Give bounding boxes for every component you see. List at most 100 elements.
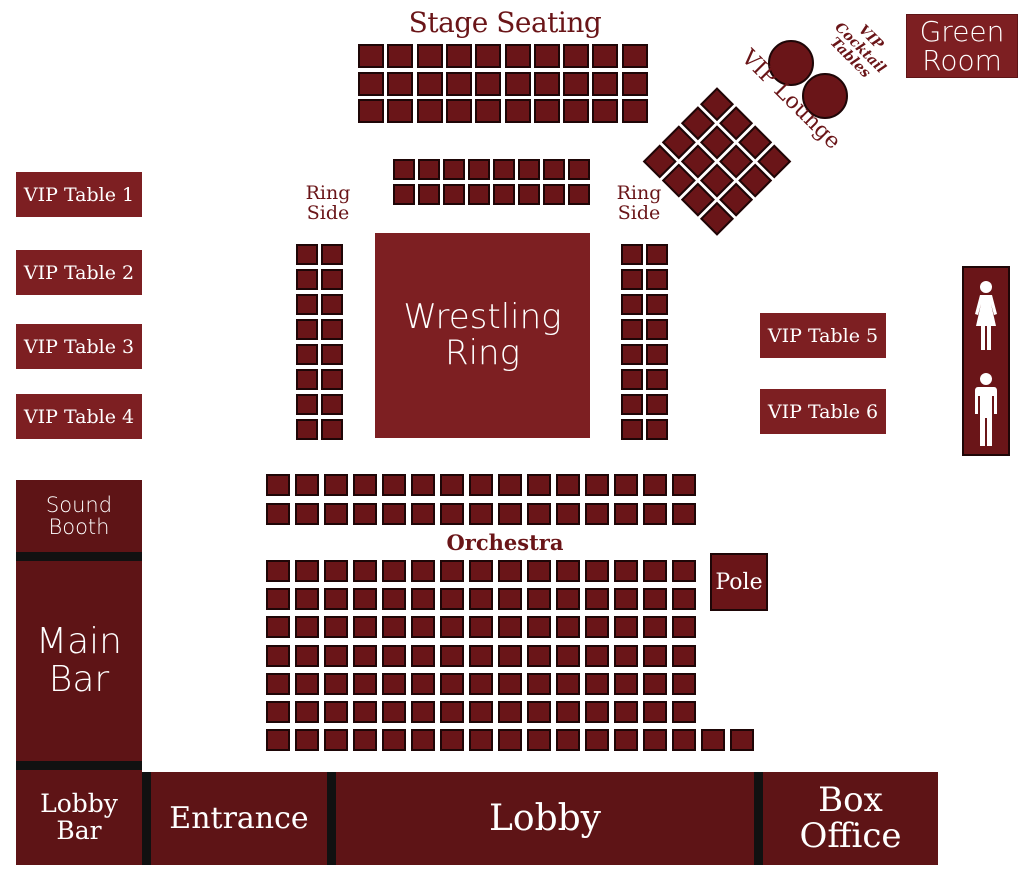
seat[interactable] [563,99,590,123]
seat[interactable] [353,644,377,667]
seat[interactable] [643,503,667,525]
seat[interactable] [440,560,464,582]
seat[interactable] [543,183,565,205]
seat[interactable] [411,701,435,723]
seat[interactable] [614,474,638,496]
seat[interactable] [533,99,560,123]
seat[interactable] [621,99,648,123]
vip-table-1[interactable]: VIP Table 1 [16,172,142,217]
seat[interactable] [266,644,290,667]
seat[interactable] [321,244,343,265]
seat[interactable] [585,644,609,667]
seat[interactable] [701,729,725,752]
seat[interactable] [321,394,343,415]
seat[interactable] [556,474,580,496]
seat[interactable] [504,99,531,123]
seat[interactable] [296,244,318,265]
seat[interactable] [621,419,643,440]
seat[interactable] [556,701,580,723]
vip-table-4[interactable]: VIP Table 4 [16,394,142,439]
seat[interactable] [585,701,609,723]
seat[interactable] [585,616,609,639]
seat[interactable] [527,588,551,611]
seat[interactable] [358,44,384,68]
seat[interactable] [621,394,643,415]
seat[interactable] [672,644,696,667]
seat[interactable] [469,616,493,639]
seat[interactable] [646,344,668,365]
vip-table-3[interactable]: VIP Table 3 [16,324,142,369]
seat[interactable] [621,269,643,290]
seat[interactable] [498,560,522,582]
seat[interactable] [643,560,667,582]
seat[interactable] [321,294,343,315]
seat[interactable] [353,560,377,582]
seat[interactable] [672,503,696,525]
seat[interactable] [527,560,551,582]
seat[interactable] [493,183,515,205]
lobby[interactable]: Lobby [336,772,754,865]
seat[interactable] [475,71,502,96]
seat[interactable] [418,159,440,180]
seat[interactable] [504,44,531,68]
seat[interactable] [621,44,648,68]
seat[interactable] [418,183,440,205]
seat[interactable] [730,729,754,752]
seat[interactable] [295,616,319,639]
seat[interactable] [295,588,319,611]
seat[interactable] [672,672,696,695]
seat[interactable] [296,394,318,415]
seat[interactable] [556,616,580,639]
seat[interactable] [411,503,435,525]
seat[interactable] [568,159,590,180]
seat[interactable] [585,474,609,496]
seat[interactable] [556,588,580,611]
seat[interactable] [643,474,667,496]
seat[interactable] [592,99,619,123]
seat[interactable] [382,672,406,695]
seat[interactable] [643,729,667,752]
seat[interactable] [556,672,580,695]
seat[interactable] [533,44,560,68]
seat[interactable] [543,159,565,180]
seat[interactable] [266,503,290,525]
seat[interactable] [416,71,443,96]
seat[interactable] [614,588,638,611]
seat[interactable] [387,44,414,68]
seat[interactable] [498,701,522,723]
seat[interactable] [295,701,319,723]
seat[interactable] [672,588,696,611]
seat[interactable] [498,474,522,496]
seat[interactable] [382,588,406,611]
seat[interactable] [440,729,464,752]
wrestling-ring[interactable]: Wrestling Ring [375,233,590,438]
seat[interactable] [498,616,522,639]
seat[interactable] [411,729,435,752]
seat[interactable] [416,44,443,68]
seat[interactable] [527,672,551,695]
seat[interactable] [556,503,580,525]
seat[interactable] [672,474,696,496]
seat[interactable] [266,560,290,582]
seat[interactable] [643,672,667,695]
seat[interactable] [296,344,318,365]
seat[interactable] [498,503,522,525]
seat[interactable] [563,71,590,96]
seat[interactable] [646,319,668,340]
seat[interactable] [469,701,493,723]
green-room[interactable]: Green Room [906,14,1018,78]
seat[interactable] [585,588,609,611]
seat[interactable] [498,672,522,695]
seat[interactable] [296,369,318,390]
seat[interactable] [592,44,619,68]
entrance[interactable]: Entrance [151,772,327,865]
seat[interactable] [321,419,343,440]
seat[interactable] [672,560,696,582]
seat[interactable] [416,99,443,123]
seat[interactable] [646,394,668,415]
seat[interactable] [592,71,619,96]
seat[interactable] [411,672,435,695]
seat[interactable] [440,588,464,611]
seat[interactable] [621,344,643,365]
lobby-bar[interactable]: Lobby Bar [16,770,142,865]
